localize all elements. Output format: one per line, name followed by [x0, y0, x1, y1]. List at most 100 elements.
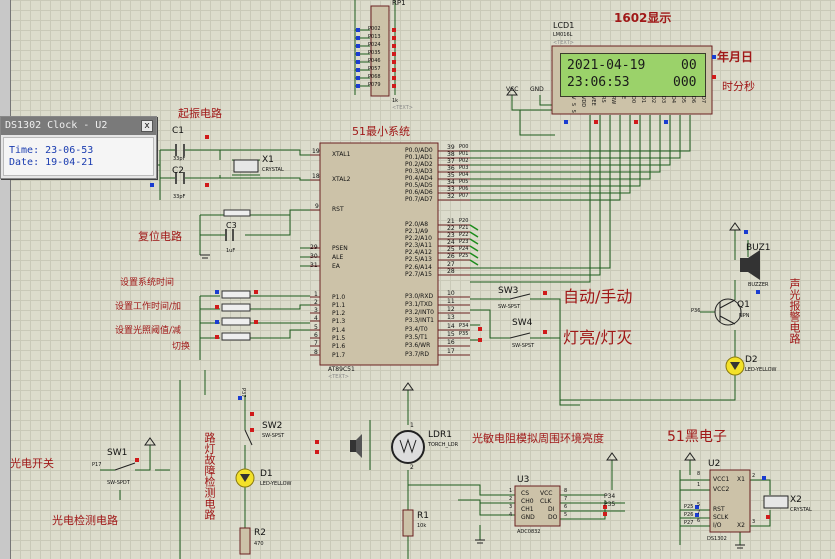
mcu-net-label: P35	[459, 331, 469, 337]
sw2-ref: SW2	[262, 421, 283, 431]
lcd-pin-d7: D7	[700, 96, 706, 104]
vcc-label: VCC	[506, 86, 519, 93]
torch-slider[interactable]	[344, 432, 366, 458]
mcu-pin-num: 25	[447, 246, 455, 253]
rp1-pin: P013	[368, 34, 381, 40]
u3-pin: DO	[548, 514, 558, 521]
mcu-pin-num: 9	[315, 203, 319, 210]
rp1-pin: P002	[368, 26, 381, 32]
lcd-pin-vdd: VDD	[580, 96, 586, 108]
x2-ref: X2	[790, 495, 802, 505]
gnd-label: GND	[530, 86, 544, 93]
u3-num: 6	[564, 504, 568, 510]
sw2-switch[interactable]	[240, 428, 256, 448]
mcu-pin-num: 36	[447, 165, 455, 172]
u2-pin: VCC2	[713, 486, 730, 493]
mcu-net-label: P05	[459, 179, 469, 185]
mcu-pin-name: P0.5/AD5	[405, 182, 433, 189]
photo-circuit-label: 光电检测电路	[52, 514, 118, 527]
mcu-pin-num: 26	[447, 253, 455, 260]
mcu-pin-num: 11	[447, 298, 455, 305]
popup-titlebar[interactable]: DS1302 Clock - U2 x	[1, 117, 156, 135]
photo-switch-label: 光电开关	[10, 457, 54, 470]
c2-ref: C2	[172, 166, 185, 176]
c1-ref: C1	[172, 126, 185, 136]
d2-ref: D2	[745, 355, 758, 365]
sw3-label: 自动/手动	[563, 287, 633, 306]
mcu-pin-num: 33	[447, 186, 455, 193]
sw3-switch[interactable]	[508, 290, 532, 302]
d1-part: LED-YELLOW	[260, 481, 292, 487]
u3-net-p35: P35	[604, 501, 616, 508]
sw4-switch[interactable]	[508, 329, 532, 341]
u3-num: 2	[509, 496, 513, 502]
rp1-pin: P079	[368, 82, 381, 88]
set-work-button[interactable]	[222, 302, 250, 314]
ldr-pin1: 1	[410, 422, 414, 429]
lcd-pin-vss: VSS	[570, 96, 576, 117]
lcd-pin-d5: D5	[680, 96, 686, 104]
x1-ref: X1	[262, 155, 274, 165]
lcd-screen: 2021-04-19 00 23:06:53 000	[560, 53, 706, 97]
mcu-label: 51最小系统	[352, 125, 410, 138]
c3-ref: C3	[226, 221, 237, 230]
lcd-line1-code: 00	[681, 58, 697, 73]
u3-num: 7	[564, 496, 568, 502]
lcd-line1-date: 2021-04-19	[567, 58, 646, 73]
mcu-pin-num: 15	[447, 331, 455, 338]
ldr-pin2: 2	[410, 464, 414, 471]
popup-date: Date: 19-04-21	[9, 157, 94, 168]
lcd-pin-e: E	[620, 96, 626, 100]
rp1-ref: RP1	[392, 0, 406, 7]
btn-label-set-clock: 设置系统时间	[120, 278, 175, 288]
switch-button[interactable]	[222, 330, 250, 342]
mcu-pin-name: EA	[332, 263, 340, 270]
mcu-net-label: P21	[459, 225, 469, 231]
mcu-pin-num: 8	[314, 349, 318, 356]
set-clock-button[interactable]	[222, 288, 250, 300]
mcu-pin-name: P3.3/INT1	[405, 317, 434, 324]
mcu-pin-name: P3.2/INT0	[405, 309, 434, 316]
mcu-pin-name: XTAL2	[332, 176, 351, 183]
rp1-pin: P057	[368, 66, 381, 72]
lcd-line2-time: 23:06:53	[567, 75, 630, 90]
mcu-pin-num: 7	[314, 340, 318, 347]
label-date: 年月日	[717, 50, 754, 64]
buz1-ref: BUZ1	[746, 243, 771, 253]
lcd-line2-code: 000	[673, 75, 697, 90]
lcd-ref: LCD1	[553, 21, 575, 30]
lcd-title-label: 1602显示	[614, 11, 672, 25]
ldr-part: TORCH_LDR	[428, 442, 459, 448]
mcu-text-tag: <TEXT>	[328, 374, 349, 380]
d1-ref: D1	[260, 469, 273, 479]
mcu-net-label: P34	[459, 323, 469, 329]
mcu-net-label: P20	[459, 218, 469, 224]
u2-num: 3	[752, 519, 756, 525]
mcu-pin-name: P0.1/AD1	[405, 154, 433, 161]
mcu-pin-name: P2.1/A9	[405, 228, 429, 235]
u2-num: 5	[697, 502, 701, 508]
c1-value: 33pF	[173, 156, 186, 162]
u2-num: 7	[697, 510, 701, 516]
mcu-net-label: P23	[459, 239, 469, 245]
u2-num: 2	[752, 473, 756, 479]
ds1302-clock-popup[interactable]: DS1302 Clock - U2 x Time: 23-06-53 Date:…	[0, 116, 157, 179]
close-icon[interactable]: x	[141, 120, 153, 132]
rp1-text-tag: <TEXT>	[392, 105, 413, 111]
sw1-switch[interactable]	[113, 458, 137, 474]
q1-part: NPN	[739, 313, 750, 319]
u3-num: 8	[564, 488, 568, 494]
brand-label: 51黑电子	[667, 429, 727, 445]
rp1-pin: P046	[368, 58, 381, 64]
lcd-part: LM016L	[553, 32, 573, 38]
lcd-pin-d2: D2	[650, 96, 656, 104]
set-light-button[interactable]	[222, 316, 250, 328]
reset-button[interactable]	[222, 206, 252, 220]
d2-part: LED-YELLOW	[745, 367, 777, 373]
mcu-pin-num: 23	[447, 232, 455, 239]
mcu-pin-num: 12	[447, 306, 455, 313]
u2-pin: I/O	[713, 522, 722, 529]
x2-part: CRYSTAL	[790, 507, 812, 513]
lcd-pin-rw: RW	[610, 96, 616, 105]
